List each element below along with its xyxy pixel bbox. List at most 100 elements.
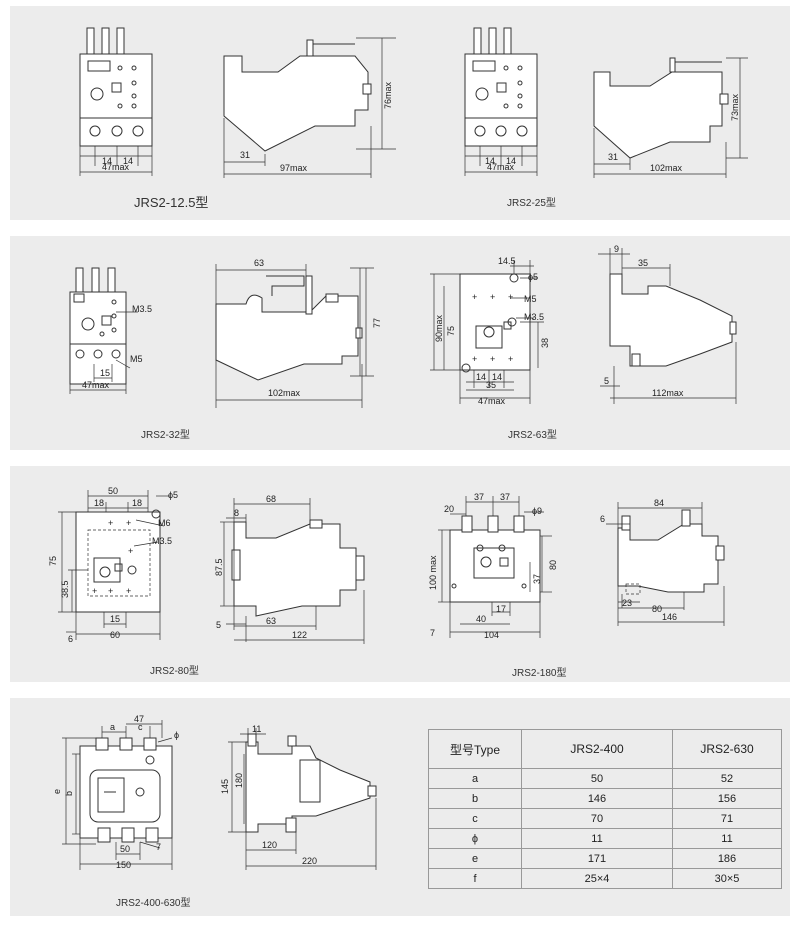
svg-text:+: + (126, 518, 131, 528)
panel-jrs2-32-63: M3.5 M5 15 47max 63 77 102max (10, 236, 790, 450)
table-cell: 50 (521, 768, 673, 789)
dim-text: 37 (500, 492, 510, 502)
dim-text: 18 (132, 498, 142, 508)
dim-text: 122 (292, 630, 307, 640)
dim-text: 145 (220, 779, 230, 794)
drawing-jrs2-80-180: ++ + +++ 50 18 18 ϕ5 M6 M3 (48, 486, 725, 644)
panel-jrs2-12-25: 14 14 47max 31 97max 76max (10, 6, 790, 220)
svg-text:+: + (108, 518, 113, 528)
jrs2-400-front-view: 47 a c ϕ e b 50 7 150 (52, 714, 179, 870)
dim-text: 97max (280, 163, 308, 173)
dim-text: 120 (262, 840, 277, 850)
table-cell: 186 (672, 848, 782, 869)
svg-text:+: + (126, 586, 131, 596)
dim-text: 73max (730, 93, 740, 121)
dim-text: 14 (492, 372, 502, 382)
dim-text: 14 (506, 156, 516, 166)
table-cell: 71 (672, 808, 782, 829)
dim-text: 14 (123, 156, 133, 166)
dim-text: 47 (134, 714, 144, 724)
svg-text:+: + (472, 292, 477, 302)
jrs2-12-side-view: 31 97max 76max (223, 37, 396, 178)
dim-text: 15 (110, 614, 120, 624)
dim-text: 14 (102, 156, 112, 166)
jrs2-32-side-view: 63 77 102max (215, 258, 382, 408)
table-row: f 25×4 30×5 (428, 868, 782, 889)
svg-text:+: + (108, 586, 113, 596)
dim-text: 6 (600, 514, 605, 524)
dim-text: 20 (444, 504, 454, 514)
table-cell: 25×4 (521, 868, 673, 889)
dim-text: 47max (82, 380, 110, 390)
dim-text: 80 (548, 560, 558, 570)
dim-text: 9 (614, 244, 619, 254)
caption-jrs2-400-630: JRS2-400-630型 (116, 898, 191, 909)
dim-text: 38.5 (60, 580, 70, 598)
dim-text: 31 (240, 150, 250, 160)
spec-header-cell: JRS2-400 (521, 729, 673, 769)
table-row: b 146 156 (428, 788, 782, 809)
table-cell: 11 (521, 828, 673, 849)
dim-text: 87.5 (214, 558, 224, 576)
dim-text: M6 (158, 518, 171, 528)
dim-text: 50 (120, 844, 130, 854)
dim-text: 90max (434, 314, 444, 342)
caption-jrs2-80: JRS2-80型 (150, 666, 199, 677)
drawing-jrs2-32-63: M3.5 M5 15 47max 63 77 102max (69, 244, 737, 408)
dim-text: 75 (446, 326, 456, 336)
dim-text: 5 (604, 376, 609, 386)
dim-text: 37 (474, 492, 484, 502)
dim-text: M5 (524, 294, 537, 304)
jrs2-25-front-view: 14 14 47max (464, 27, 538, 176)
svg-text:+: + (490, 292, 495, 302)
dim-text: 68 (266, 494, 276, 504)
spec-table: 型号Type JRS2-400 JRS2-630 a 50 52 b 146 1… (428, 729, 782, 889)
dim-text: 11 (252, 724, 261, 734)
dim-text: M3.5 (132, 304, 152, 314)
table-cell: 30×5 (672, 868, 782, 889)
dim-text: 14.5 (498, 256, 516, 266)
table-cell: 11 (672, 828, 782, 849)
svg-text:+: + (508, 354, 513, 364)
spec-header-cell: JRS2-630 (672, 729, 782, 769)
dim-text: M3.5 (524, 312, 544, 322)
jrs2-63-front-view: +++ +++ 14.5 ϕ5 M5 M3.5 90max (430, 256, 550, 406)
table-cell: e (428, 848, 522, 869)
dim-text: 35 (486, 380, 496, 390)
table-cell: 52 (672, 768, 782, 789)
dim-text: ϕ (174, 730, 179, 740)
spec-header-cell: 型号Type (428, 729, 522, 769)
jrs2-63-side-view: 9 35 5 112max (598, 244, 737, 404)
dim-text: 17 (496, 604, 506, 614)
dim-text: 63 (266, 616, 276, 626)
caption-jrs2-25: JRS2-25型 (507, 198, 556, 209)
drawing-jrs2-400-630: 47 a c ϕ e b 50 7 150 (52, 714, 377, 870)
jrs2-400-side-view: 11 145 180 120 220 (220, 724, 377, 870)
dim-text: 47max (487, 162, 515, 172)
panel-jrs2-80-180: ++ + +++ 50 18 18 ϕ5 M6 M3 (10, 466, 790, 682)
dim-text: 76max (383, 81, 393, 109)
dim-text: 77 (372, 318, 382, 328)
panel-jrs2-400-630: 47 a c ϕ e b 50 7 150 (10, 698, 790, 916)
jrs2-180-side-view: 84 6 23 80 146 (600, 498, 725, 626)
dim-text: 8 (234, 508, 239, 518)
dim-text: 38 (540, 338, 550, 348)
jrs2-80-side-view: 68 8 87.5 5 63 122 (214, 494, 365, 644)
table-cell: 146 (521, 788, 673, 809)
svg-text:+: + (490, 354, 495, 364)
jrs2-12-front-view: 14 14 47max (79, 27, 153, 176)
dim-text: 84 (654, 498, 664, 508)
dim-text: 7 (156, 842, 161, 852)
jrs2-25-side-view: 31 102max 73max (593, 57, 748, 178)
dim-text: ϕ9 (532, 506, 542, 516)
dim-text: M3.5 (152, 536, 172, 546)
dim-text: 40 (476, 614, 486, 624)
dim-text: 47max (478, 396, 506, 406)
dim-text: 14 (476, 372, 486, 382)
dim-text: 6 (68, 634, 73, 644)
dim-text: 15 (100, 368, 110, 378)
svg-text:+: + (92, 586, 97, 596)
dim-text: 63 (254, 258, 264, 268)
dim-text: M5 (130, 354, 143, 364)
spec-table-header: 型号Type JRS2-400 JRS2-630 (428, 729, 782, 769)
